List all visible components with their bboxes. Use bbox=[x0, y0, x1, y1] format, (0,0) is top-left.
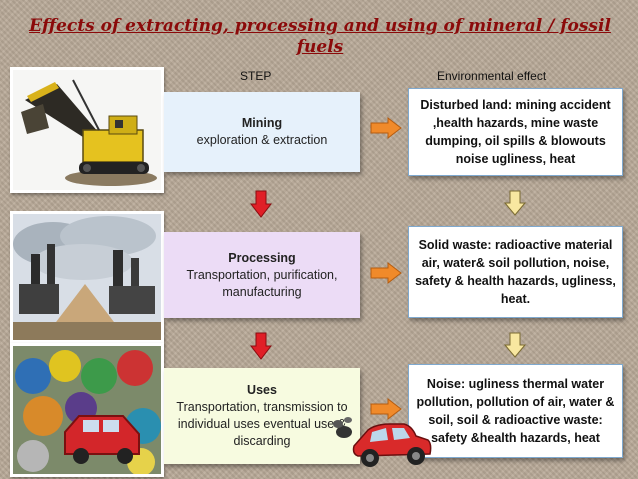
step-mining-name: Mining bbox=[241, 116, 283, 130]
right-arrow-icon bbox=[370, 262, 402, 284]
red-car-icon bbox=[333, 417, 432, 467]
right-arrow-icon bbox=[370, 117, 402, 139]
step-uses-name: Uses bbox=[247, 383, 277, 397]
down-arrow-red-icon bbox=[250, 190, 272, 218]
step-processing-name: Processing bbox=[228, 250, 296, 265]
effect-mining-box: Disturbed land: mining accident ,health … bbox=[408, 88, 623, 176]
step-processing-description: Transportation, purification, manufactur… bbox=[186, 267, 338, 299]
smokestack-factory-icon bbox=[10, 211, 164, 343]
scrap-car-pile-icon bbox=[10, 343, 164, 477]
step-uses-description: Transportation, transmission to individu… bbox=[176, 400, 348, 448]
down-arrow-yellow-icon bbox=[504, 190, 526, 216]
column-header-effect: Environmental effect bbox=[437, 69, 547, 83]
step-mining-description: exploration & extraction bbox=[196, 133, 328, 147]
page-title: Effects of extracting, processing and us… bbox=[29, 16, 611, 57]
step-mining-box: Mining exploration & extraction bbox=[164, 92, 360, 172]
effect-processing-box: Solid waste: radioactive material air, w… bbox=[408, 226, 623, 318]
right-arrow-icon bbox=[370, 398, 402, 420]
down-arrow-red-icon bbox=[250, 332, 272, 360]
excavator-icon bbox=[10, 67, 164, 193]
down-arrow-yellow-icon bbox=[504, 332, 526, 358]
effect-uses-box: Noise: ugliness thermal water pollution,… bbox=[408, 364, 623, 458]
column-header-step: STEP bbox=[240, 69, 272, 83]
